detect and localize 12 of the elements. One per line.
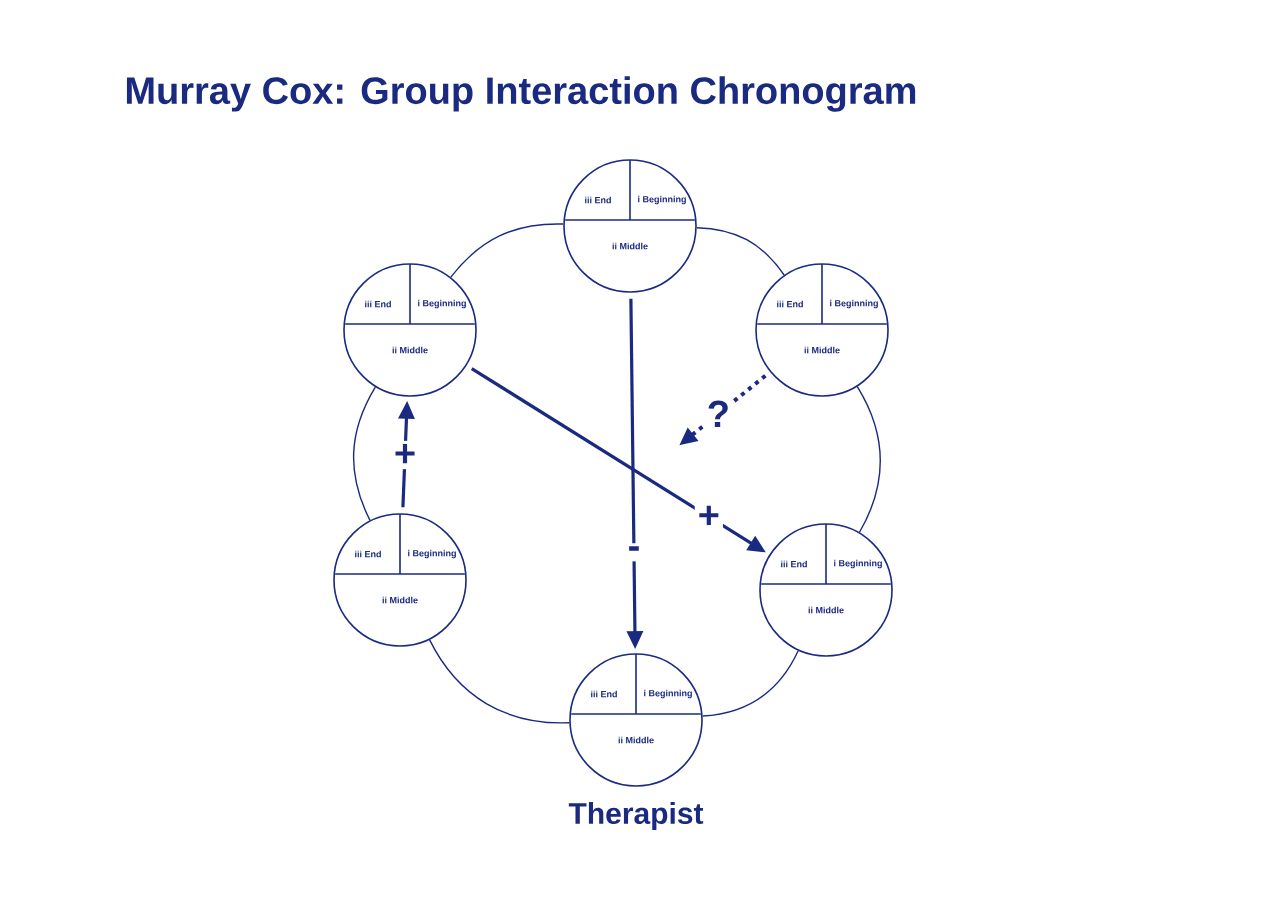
connector-arc [450,223,564,278]
connector-arc [701,650,799,717]
connector-arc [428,639,570,724]
edge-label: + [694,502,723,531]
edge-label: + [390,440,420,470]
connector-arc [696,227,785,276]
connector-arc [856,386,882,533]
node-label: Therapist [568,802,704,830]
connector-arc [353,386,376,522]
edge-label: ? [703,397,733,431]
title: Murray Cox: Group Interaction Chronogram [126,76,916,112]
edge-label: - [624,543,644,562]
